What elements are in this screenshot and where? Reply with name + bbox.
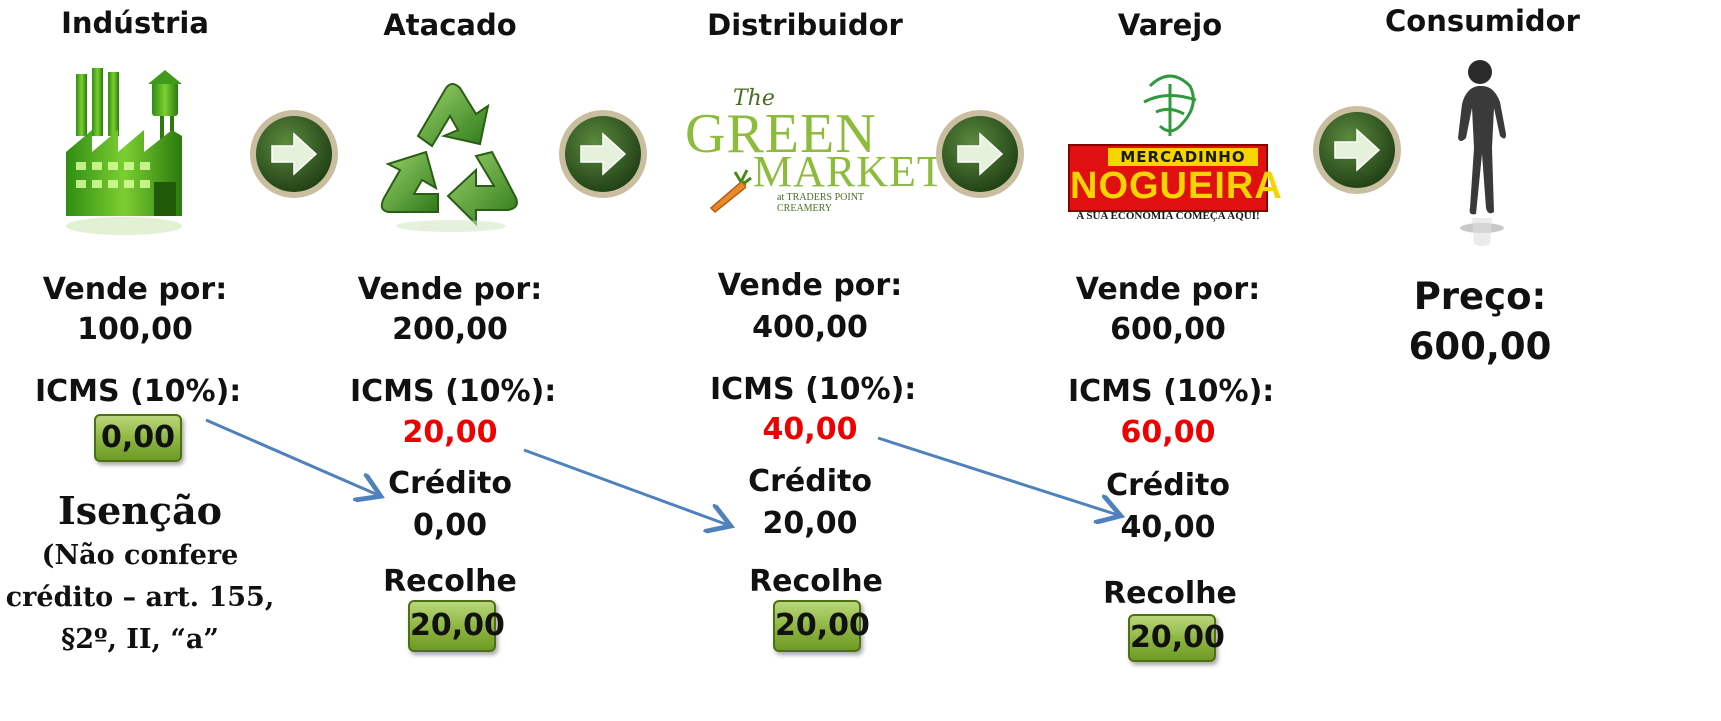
sells-value-atacado: 200,00 xyxy=(392,312,508,347)
credit-label-distribuidor: Crédito xyxy=(748,464,872,499)
right-arrow-icon xyxy=(936,110,1024,198)
icms-label-varejo: ICMS (10%): xyxy=(1068,374,1275,409)
credit-arrow-2 xyxy=(523,448,728,525)
stage-title-distribuidor: Distribuidor xyxy=(707,8,903,42)
logo-market-text: MARKET xyxy=(753,147,945,196)
logo-the-text: The xyxy=(733,86,775,111)
pay-label-distribuidor: Recolhe xyxy=(749,564,883,599)
credit-value-atacado: 0,00 xyxy=(412,508,488,543)
green-market-logo: The GREEN MARKET at TRADERS POINT CREAME… xyxy=(683,86,944,216)
icms-value-varejo: 60,00 xyxy=(1120,415,1216,450)
stage-title-atacado: Atacado xyxy=(383,8,517,42)
exemption-line-2: crédito – art. 155, xyxy=(5,582,275,613)
consumer-figure-icon xyxy=(1458,60,1506,246)
pay-value-atacado: 20,00 xyxy=(408,600,505,652)
sells-value-varejo: 600,00 xyxy=(1110,312,1226,347)
right-arrow-icon xyxy=(559,110,647,198)
logo-sub-text: at TRADERS POINT CREAMERY xyxy=(777,192,864,214)
recycle-icon xyxy=(380,83,518,232)
price-value-consumidor: 600,00 xyxy=(1408,325,1552,368)
logo-mercadinho-text: MERCADINHO xyxy=(1108,148,1258,166)
mercadinho-nogueira-logo: MERCADINHO NOGUEIRA A SUA ECONOMIA COMEÇ… xyxy=(1068,66,1283,230)
credit-value-varejo: 40,00 xyxy=(1120,510,1216,545)
sells-value-distribuidor: 400,00 xyxy=(752,310,868,345)
sells-label-distribuidor: Vende por: xyxy=(717,268,903,303)
icms-label-industria: ICMS (10%): xyxy=(35,374,242,409)
stage-title-industria: Indústria xyxy=(61,6,209,40)
sells-label-industria: Vende por: xyxy=(42,272,228,307)
sells-label-atacado: Vende por: xyxy=(357,272,543,307)
exemption-line-3: §2º, II, “a” xyxy=(61,624,219,655)
icms-label-atacado: ICMS (10%): xyxy=(350,374,557,409)
logo-slogan-text: A SUA ECONOMIA COMEÇA AQUI! xyxy=(1076,210,1260,222)
right-arrow-icon xyxy=(1313,106,1401,194)
exemption-title: Isenção xyxy=(57,488,223,533)
sells-label-varejo: Vende por: xyxy=(1075,272,1261,307)
credit-arrow-3 xyxy=(877,436,1118,515)
factory-icon xyxy=(66,68,182,235)
monogram-icon xyxy=(1143,74,1197,136)
right-arrow-icon xyxy=(250,110,338,198)
sells-value-industria: 100,00 xyxy=(77,312,193,347)
icms-value-atacado: 20,00 xyxy=(402,415,498,450)
pay-label-atacado: Recolhe xyxy=(383,564,517,599)
pay-value-distribuidor: 20,00 xyxy=(773,600,870,652)
credit-label-atacado: Crédito xyxy=(388,466,512,501)
icms-value-industria: 0,00 xyxy=(94,414,182,462)
icms-label-distribuidor: ICMS (10%): xyxy=(710,372,917,407)
stage-title-consumidor: Consumidor xyxy=(1385,4,1580,38)
exemption-line-1: (Não confere xyxy=(41,540,239,571)
pay-label-varejo: Recolhe xyxy=(1103,576,1237,611)
logo-nogueira-text: NOGUEIRA xyxy=(1070,165,1283,207)
icms-value-distribuidor: 40,00 xyxy=(762,412,858,447)
credit-label-varejo: Crédito xyxy=(1106,468,1230,503)
stage-title-varejo: Varejo xyxy=(1117,8,1223,42)
credit-arrow-1 xyxy=(205,418,378,495)
logo-green-text: GREEN xyxy=(685,103,877,165)
credit-value-distribuidor: 20,00 xyxy=(762,506,858,541)
price-label-consumidor: Preço: xyxy=(1413,275,1547,318)
carrot-icon xyxy=(709,169,752,214)
pay-value-varejo: 20,00 xyxy=(1128,614,1225,662)
